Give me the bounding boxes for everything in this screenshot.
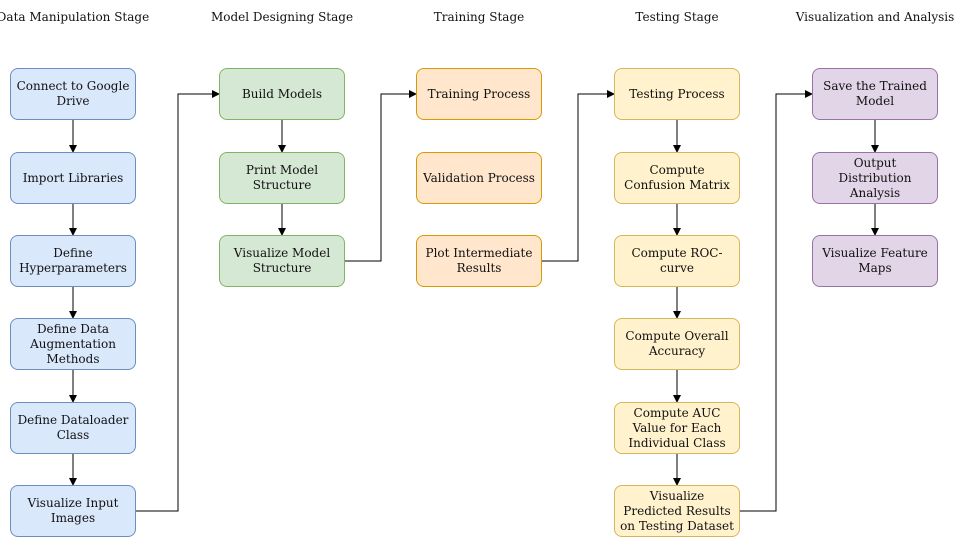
node-save-trained-model: Save the Trained Model — [812, 68, 938, 120]
stage-title-training: Training Stage — [433, 10, 525, 24]
node-import-libraries: Import Libraries — [10, 152, 136, 204]
stage-title-visualization: Visualization and Analysis — [795, 10, 954, 24]
node-visualize-predicted-results: Visualize Predicted Results on Testing D… — [614, 485, 740, 537]
node-visualize-model-structure: Visualize Model Structure — [219, 235, 345, 287]
node-build-models: Build Models — [219, 68, 345, 120]
node-define-hyperparameters: Define Hyperparameters — [10, 235, 136, 287]
node-output-distribution-analysis: Output Distribution Analysis — [812, 152, 938, 204]
node-compute-overall-accuracy: Compute Overall Accuracy — [614, 318, 740, 370]
node-validation-process: Validation Process — [416, 152, 542, 204]
node-testing-process: Testing Process — [614, 68, 740, 120]
node-compute-confusion-matrix: Compute Confusion Matrix — [614, 152, 740, 204]
connector-arrow — [345, 90, 417, 262]
node-training-process: Training Process — [416, 68, 542, 120]
node-compute-auc-value: Compute AUC Value for Each Individual Cl… — [614, 402, 740, 454]
stage-title-data-manipulation: Data Manipulation Stage — [0, 10, 150, 24]
node-visualize-feature-maps: Visualize Feature Maps — [812, 235, 938, 287]
stage-title-testing: Testing Stage — [635, 10, 719, 24]
connector-arrow — [542, 90, 615, 262]
node-print-model-structure: Print Model Structure — [219, 152, 345, 204]
connector-arrow — [740, 90, 813, 512]
stage-title-model-designing: Model Designing Stage — [210, 10, 354, 24]
node-plot-intermediate-results: Plot Intermediate Results — [416, 235, 542, 287]
connector-arrow — [136, 90, 220, 512]
node-define-data-augmentation-methods: Define Data Augmentation Methods — [10, 318, 136, 370]
node-define-dataloader-class: Define Dataloader Class — [10, 402, 136, 454]
node-compute-roc-curve: Compute ROC-curve — [614, 235, 740, 287]
node-connect-to-google-drive: Connect to Google Drive — [10, 68, 136, 120]
node-visualize-input-images: Visualize Input Images — [10, 485, 136, 537]
